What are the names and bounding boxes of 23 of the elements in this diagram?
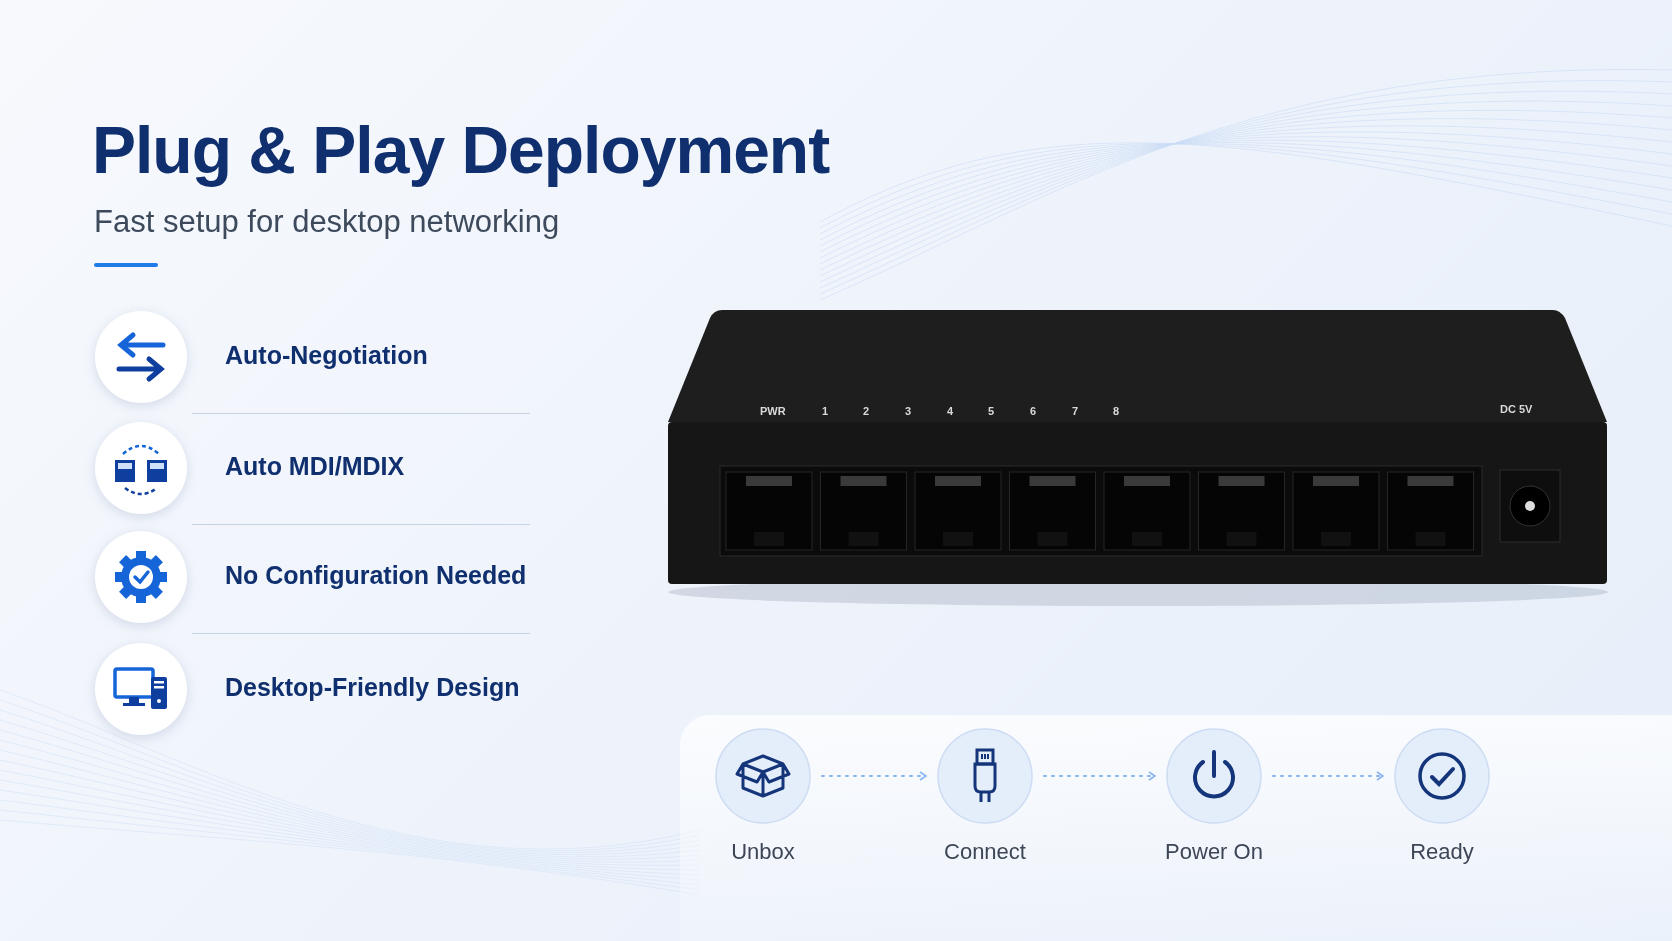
- step-label: Ready: [1409, 839, 1475, 865]
- port-number: 2: [863, 405, 870, 417]
- port-number: 5: [988, 405, 995, 417]
- port-number: 1: [822, 405, 829, 417]
- subtitle: Fast setup for desktop networking: [94, 204, 560, 240]
- feature-label: Auto-Negotiation: [225, 341, 428, 370]
- title: Plug & Play Deployment: [92, 112, 830, 188]
- step-label: Power On: [1164, 839, 1264, 865]
- port-number: 6: [1030, 405, 1037, 417]
- indicator-label: PWR: [760, 405, 786, 417]
- arrow: [1272, 771, 1384, 781]
- port-number: 7: [1072, 405, 1079, 417]
- step-label: Unbox: [730, 839, 796, 865]
- port-number: 4: [947, 405, 954, 417]
- step-label: Connect: [943, 839, 1027, 865]
- feature-label: Auto MDI/MDIX: [225, 452, 405, 481]
- port-number: 8: [1113, 405, 1120, 417]
- arrow: [1043, 771, 1156, 781]
- feature-label: No Configuration Needed: [225, 561, 527, 590]
- port-number: 3: [905, 405, 912, 417]
- feature-label: Desktop-Friendly Design: [225, 673, 520, 702]
- power-input-label: DC 5V: [1500, 403, 1533, 415]
- arrow: [821, 771, 927, 781]
